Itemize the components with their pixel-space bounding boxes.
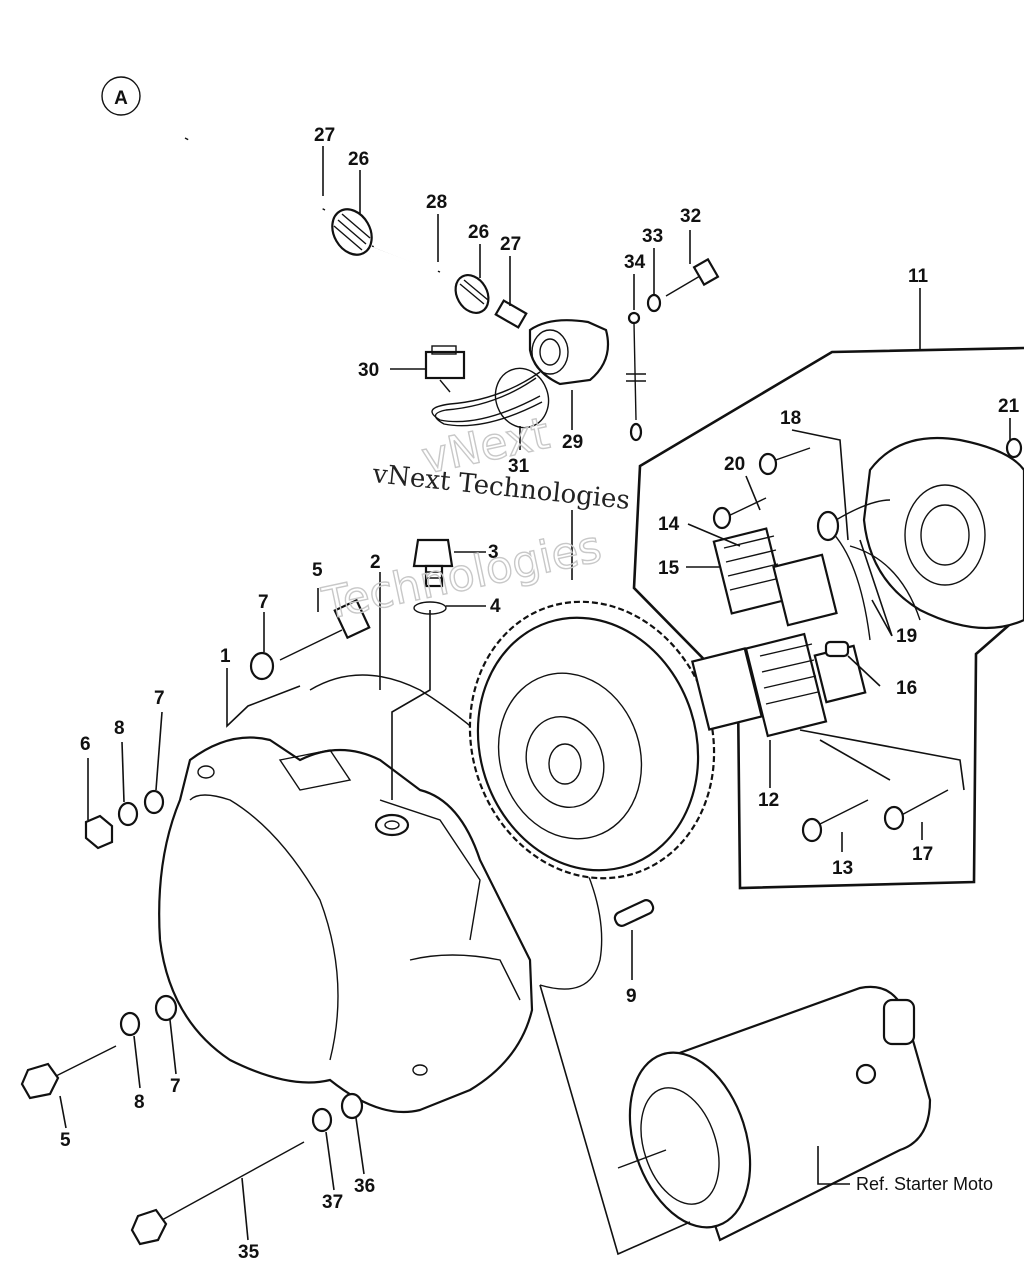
callout-label: 8 <box>134 1092 145 1113</box>
view-marker-label: A <box>114 88 128 109</box>
callout-label: 35 <box>238 1242 260 1263</box>
callout-label: 27 <box>314 125 335 146</box>
reference-label: Ref. Starter Moto <box>856 1174 993 1194</box>
callout-label: 5 <box>60 1130 71 1151</box>
dowel-pin <box>613 899 655 927</box>
watermark: vNext vNext Technologies Technologies <box>317 407 631 631</box>
callout-label: 7 <box>258 592 269 613</box>
callout-label: 37 <box>322 1192 343 1213</box>
callout-label: 29 <box>562 432 583 453</box>
callout-label: 16 <box>896 678 917 699</box>
callout-label: 17 <box>912 844 933 865</box>
callout-label: 18 <box>780 408 801 429</box>
callout-label: 9 <box>626 986 637 1007</box>
nut-and-washers <box>84 789 165 850</box>
callout-label: 26 <box>348 149 369 170</box>
callout-label: 12 <box>758 790 779 811</box>
callout-label: 3 <box>488 542 499 563</box>
callout-label: 32 <box>680 206 701 227</box>
callout-label: 8 <box>114 718 125 739</box>
drive-shaft-assembly <box>184 137 720 442</box>
callout-label: 4 <box>490 596 501 617</box>
leader-lines <box>59 146 1011 1256</box>
callout-label: 13 <box>832 858 853 879</box>
long-bolt <box>130 1092 364 1246</box>
callout-label: 7 <box>154 688 165 709</box>
starter-motor <box>617 985 932 1242</box>
callout-label: 7 <box>170 1076 181 1097</box>
callout-label: 19 <box>896 626 917 647</box>
bolt-lower <box>20 994 178 1100</box>
callout-label: 6 <box>80 734 91 755</box>
flywheel-rotor <box>468 600 716 880</box>
generator-cover <box>158 736 534 1114</box>
callout-label: 15 <box>658 558 680 579</box>
bolt-upper <box>249 598 371 681</box>
callout-label: 20 <box>724 454 745 475</box>
callout-label: 33 <box>642 226 663 247</box>
callout-numbers: 27 26 28 26 27 32 33 34 30 31 29 11 21 1… <box>60 125 1020 1263</box>
callout-label: 1 <box>220 646 231 667</box>
stator-assembly <box>691 436 1024 843</box>
callout-label: 27 <box>500 234 521 255</box>
callout-label: 5 <box>312 560 323 581</box>
callout-label: 31 <box>508 456 530 477</box>
callout-label: 11 <box>908 266 929 287</box>
callout-label: 21 <box>998 396 1020 417</box>
callout-label: 30 <box>358 360 379 381</box>
callout-label: 34 <box>624 252 646 273</box>
callout-label: 36 <box>354 1176 375 1197</box>
sensor-switch <box>412 538 454 615</box>
callout-label: 26 <box>468 222 489 243</box>
callout-label: 14 <box>658 514 680 535</box>
view-marker: A <box>101 76 141 116</box>
callout-label: 28 <box>426 192 447 213</box>
callout-label: 2 <box>370 552 381 573</box>
